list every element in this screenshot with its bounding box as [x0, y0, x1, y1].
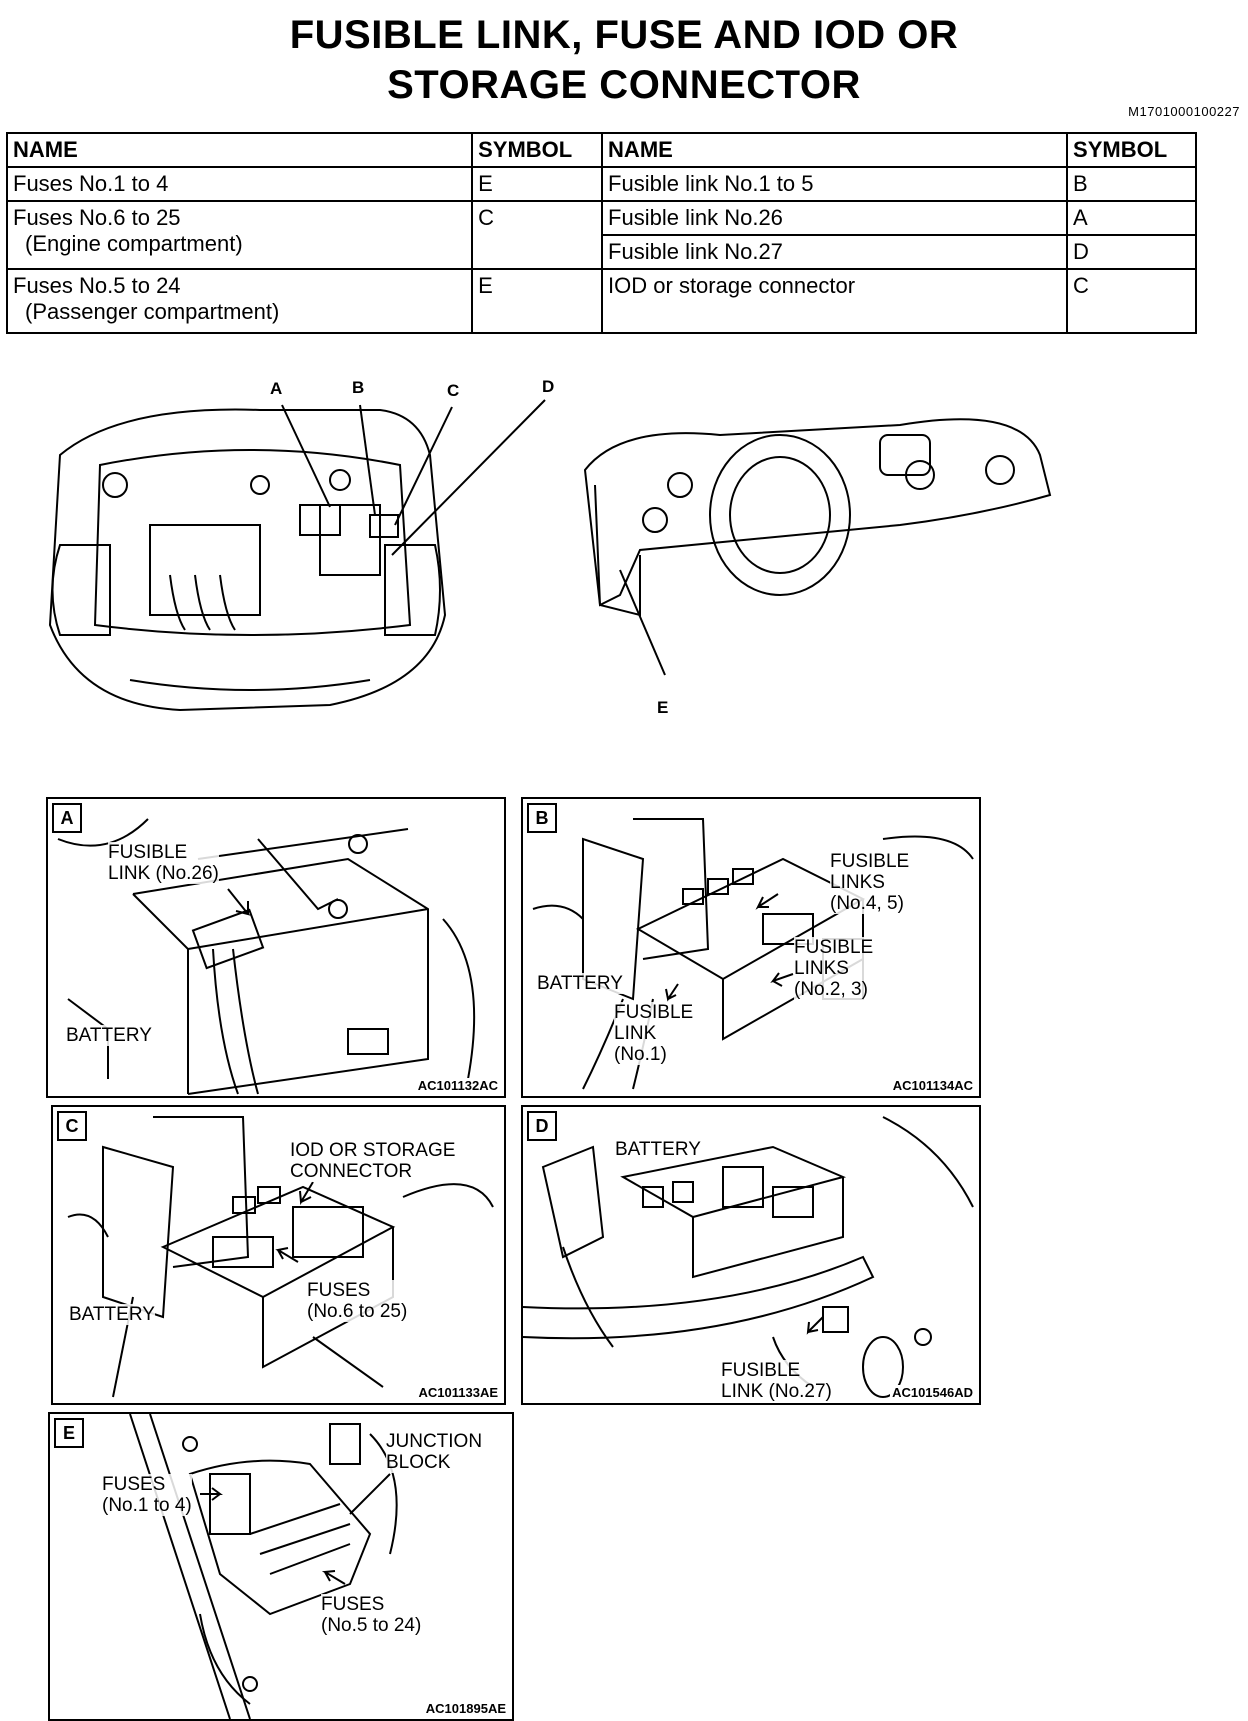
cell-symbol: A	[1066, 200, 1197, 236]
table-row: Fuses No.1 to 4 E Fusible link No.1 to 5…	[5, 166, 1197, 202]
label-fuses-1-4: FUSES (No.1 to 4)	[102, 1474, 192, 1516]
label-line: (No.4, 5)	[830, 893, 904, 914]
detail-panel-b: B FUSIBLE LINKS (No.4, 5) FUSIBLE LINKS …	[521, 797, 981, 1098]
header-name-right: NAME	[601, 132, 1069, 168]
label-line: FUSES	[102, 1474, 166, 1495]
header-name-left: NAME	[5, 132, 474, 168]
cell-symbol: E	[471, 166, 604, 202]
panel-a-illustration	[57, 818, 476, 1095]
overview-drawings: A B C D E	[0, 375, 1248, 800]
label-iod-storage-connector: IOD OR STORAGE CONNECTOR	[290, 1140, 456, 1182]
panel-tag: E	[54, 1418, 84, 1448]
panel-tag: C	[57, 1111, 87, 1141]
label-line: (No.1 to 4)	[102, 1495, 192, 1516]
table-row: Fuses No.6 to 25 (Engine compartment) C …	[5, 200, 1197, 270]
detail-panel-e: E JUNCTION BLOCK FUSES (No.1 to 4) FUSES…	[48, 1412, 514, 1721]
panel-c-illustration	[67, 1116, 494, 1398]
label-fusible-links-2-3: FUSIBLE LINKS (No.2, 3)	[794, 937, 874, 1000]
label-junction-block: JUNCTION BLOCK	[386, 1431, 483, 1473]
label-fusible-link-27: FUSIBLE LINK (No.27)	[721, 1360, 832, 1402]
figure-code: AC101546AD	[890, 1385, 975, 1400]
cell-symbol: E	[471, 268, 604, 334]
label-fusible-link-26: FUSIBLE LINK (No.26)	[108, 842, 219, 884]
label-battery: BATTERY	[615, 1139, 701, 1160]
legend-table: NAME SYMBOL NAME SYMBOL Fuses No.1 to 4 …	[5, 132, 1197, 334]
cell-name: Fusible link No.26	[601, 200, 1069, 236]
label-fuses-6-25: FUSES (No.6 to 25)	[307, 1280, 408, 1322]
engine-compartment-drawing	[48, 408, 447, 712]
table-header-row: NAME SYMBOL NAME SYMBOL	[5, 132, 1197, 168]
panel-tag: A	[52, 803, 82, 833]
label-line: CONNECTOR	[290, 1161, 413, 1182]
label-line: IOD OR STORAGE	[290, 1140, 456, 1161]
cell-name: Fusible link No.27	[601, 234, 1069, 270]
label-line: FUSIBLE	[794, 937, 874, 958]
label-line: (No.1)	[614, 1044, 667, 1065]
panel-d-illustration	[523, 1116, 974, 1398]
title-line-2: STORAGE CONNECTOR	[387, 63, 861, 107]
overview-label-e: E	[657, 698, 669, 717]
label-line: FUSIBLE	[830, 851, 910, 872]
overview-label-d: D	[542, 377, 555, 396]
detail-panel-d: D BATTERY FUSIBLE LINK (No.27) AC101546A…	[521, 1105, 981, 1405]
cell-name: Fuses No.5 to 24 (Passenger compartment)	[5, 268, 474, 334]
table-row: Fusible link No.27 D	[7, 234, 1197, 270]
cell-name: IOD or storage connector	[601, 268, 1069, 334]
cell-name: Fusible link No.1 to 5	[601, 166, 1069, 202]
title-line-1: FUSIBLE LINK, FUSE AND IOD OR	[289, 13, 959, 57]
header-symbol-left: SYMBOL	[471, 132, 604, 168]
header-symbol-right: SYMBOL	[1066, 132, 1197, 168]
overview-label-c: C	[447, 381, 460, 400]
label-line: LINKS	[830, 872, 885, 893]
label-line: LINK (No.26)	[108, 863, 219, 884]
figure-code: AC101134AC	[890, 1078, 975, 1093]
overview-label-b: B	[352, 378, 365, 397]
cell-symbol: B	[1066, 166, 1197, 202]
label-line: FUSIBLE	[108, 842, 188, 863]
cell-name-main: Fuses No.6 to 25	[13, 205, 181, 230]
figure-code: AC101895AE	[423, 1701, 508, 1716]
table-row: Fuses No.5 to 24 (Passenger compartment)…	[5, 268, 1197, 334]
label-line: LINKS	[794, 958, 849, 979]
label-battery: BATTERY	[69, 1304, 155, 1325]
detail-panel-c: C IOD OR STORAGE CONNECTOR FUSES (No.6 t…	[51, 1105, 506, 1405]
panel-tag: B	[527, 803, 557, 833]
cell-symbol: C	[471, 200, 604, 270]
label-line: LINK (No.27)	[721, 1381, 832, 1402]
label-line: (No.5 to 24)	[321, 1615, 422, 1636]
label-line: (No.2, 3)	[794, 979, 868, 1000]
label-fusible-link-1: FUSIBLE LINK (No.1)	[614, 1002, 694, 1065]
label-fusible-links-4-5: FUSIBLE LINKS (No.4, 5)	[830, 851, 910, 914]
label-line: JUNCTION	[386, 1431, 483, 1452]
panel-e-illustration	[129, 1414, 398, 1719]
label-battery: BATTERY	[66, 1025, 152, 1046]
detail-panel-a: A FUSIBLE LINK (No.26) BATTERY AC101132A…	[46, 797, 506, 1098]
overview-label-a: A	[270, 379, 283, 398]
panel-b-illustration	[532, 818, 974, 1090]
cell-name-sub: (Engine compartment)	[25, 231, 243, 256]
cell-symbol: C	[1066, 268, 1197, 334]
label-line: FUSIBLE	[614, 1002, 694, 1023]
panel-tag: D	[527, 1111, 557, 1141]
label-line: BLOCK	[386, 1452, 451, 1473]
cell-name-sub: (Passenger compartment)	[25, 299, 280, 324]
dashboard-drawing	[583, 418, 1052, 617]
label-line: FUSIBLE	[721, 1360, 801, 1381]
label-fuses-5-24: FUSES (No.5 to 24)	[321, 1594, 422, 1636]
label-line: FUSES	[307, 1280, 371, 1301]
document-id: M1701000100227	[1128, 104, 1240, 119]
figure-code: AC101133AE	[416, 1385, 500, 1400]
label-battery: BATTERY	[537, 973, 623, 994]
label-line: (No.6 to 25)	[307, 1301, 408, 1322]
label-line: LINK	[614, 1023, 657, 1044]
page-title: FUSIBLE LINK, FUSE AND IOD OR STORAGE CO…	[0, 10, 1248, 110]
figure-code: AC101132AC	[415, 1078, 500, 1093]
cell-name: Fuses No.6 to 25 (Engine compartment)	[5, 200, 474, 270]
label-line: FUSES	[321, 1594, 385, 1615]
vehicle-overview-illustration	[48, 399, 1052, 712]
cell-name: Fuses No.1 to 4	[5, 166, 474, 202]
cell-symbol: D	[1066, 234, 1197, 270]
cell-name-main: Fuses No.5 to 24	[13, 273, 181, 298]
